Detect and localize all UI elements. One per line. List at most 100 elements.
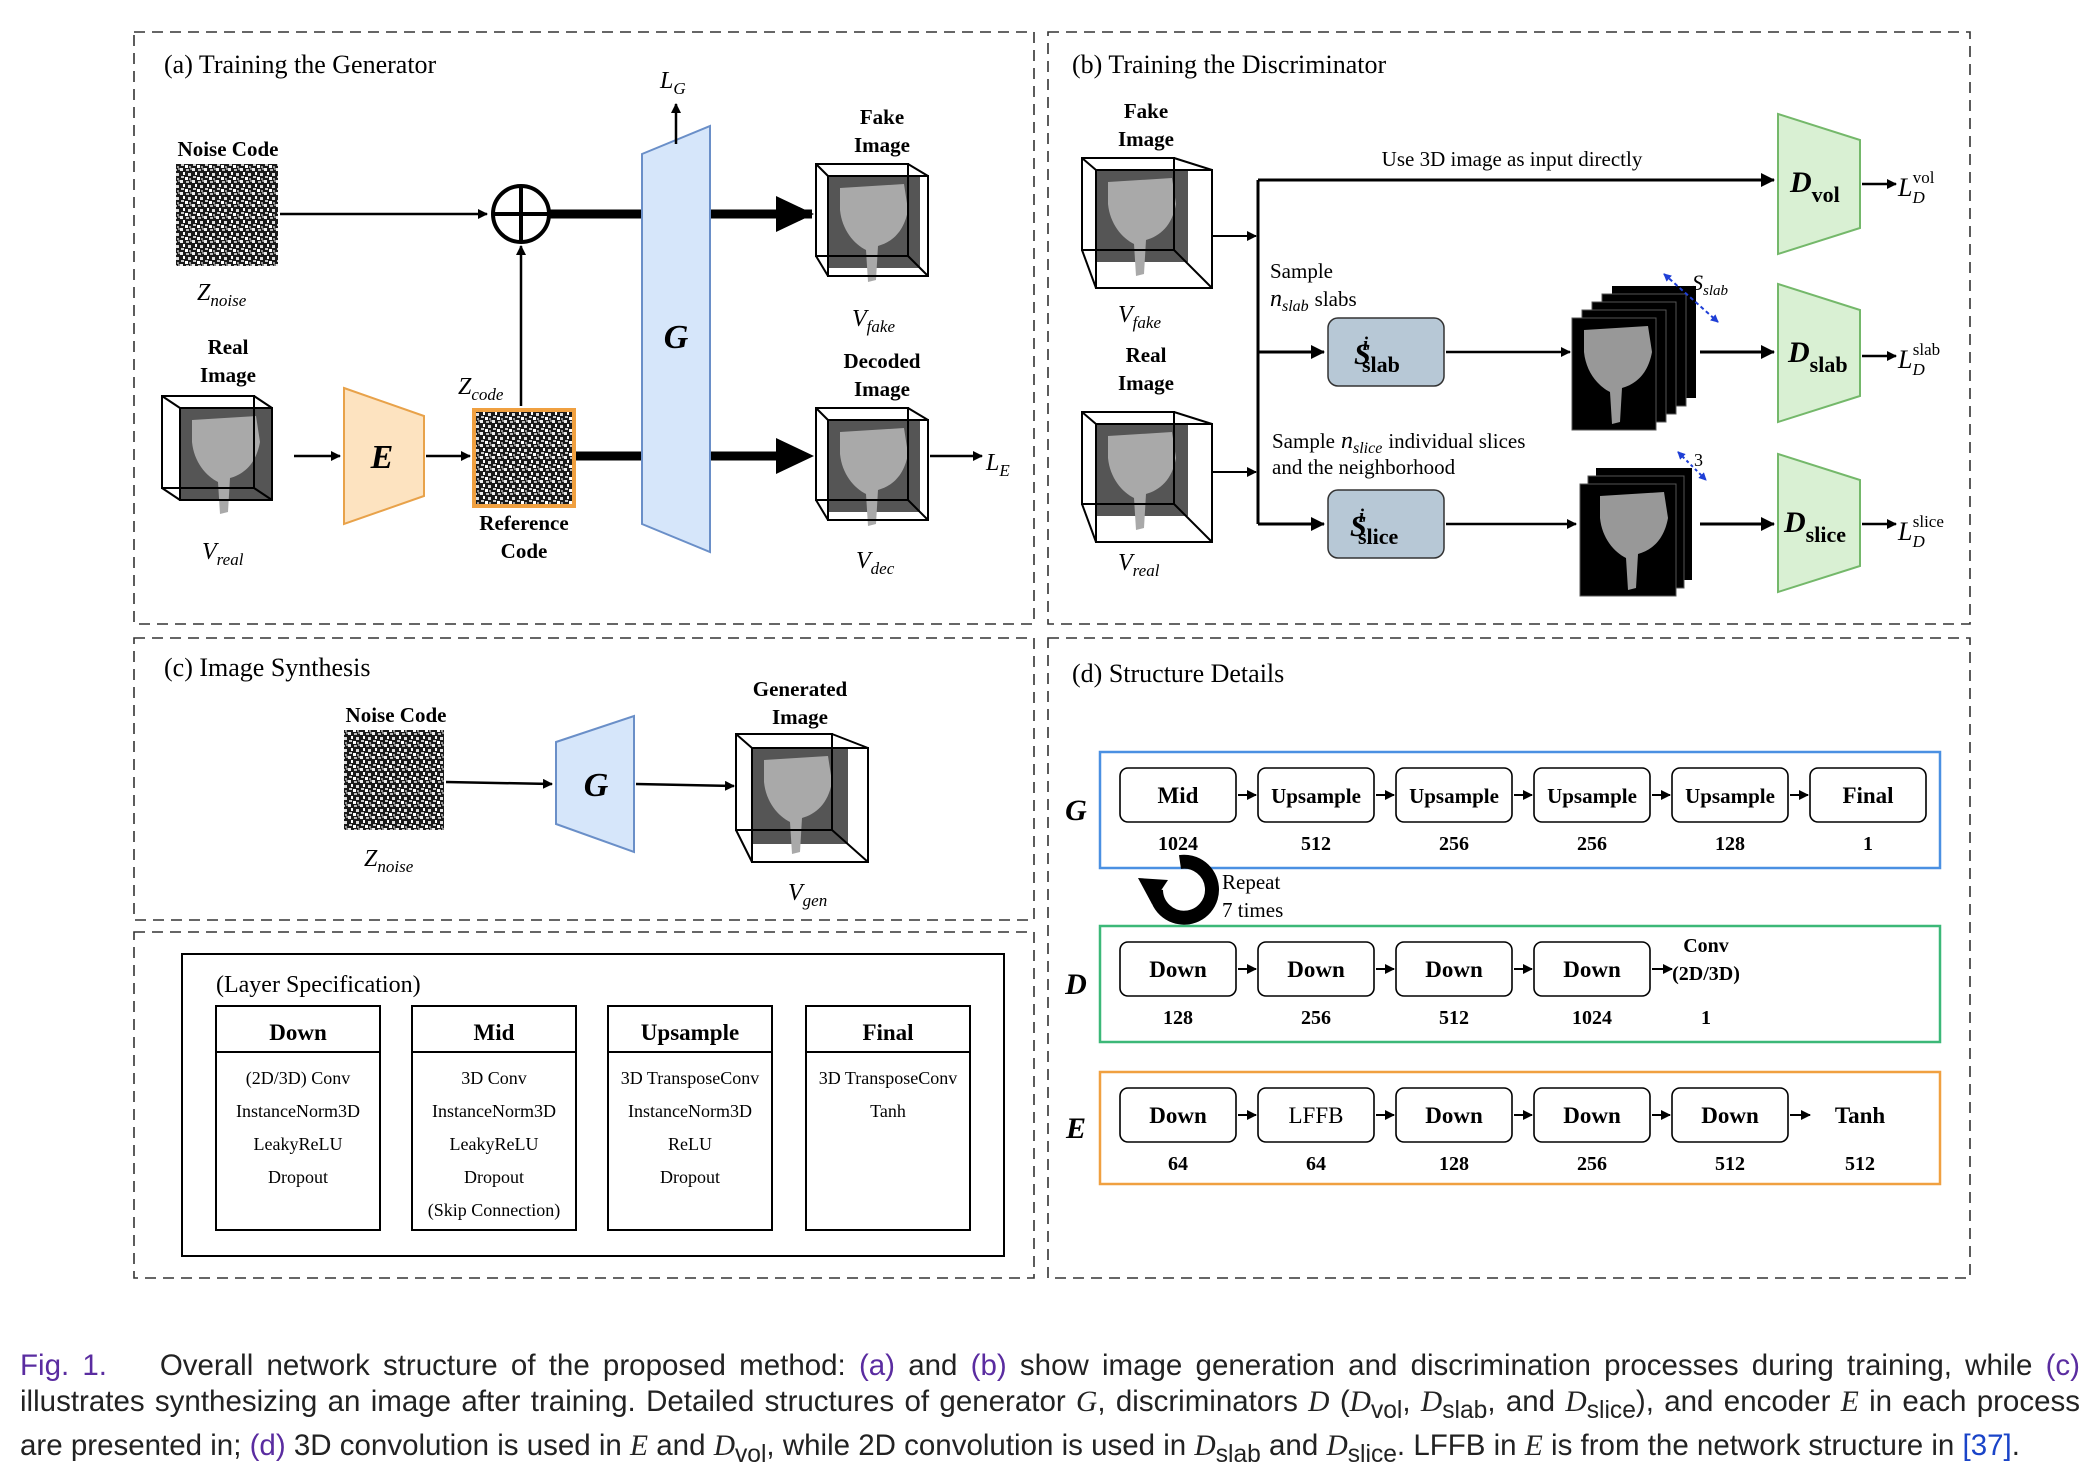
- structure-block-value: 512: [1715, 1153, 1745, 1175]
- structure-block-name: Mid: [1158, 783, 1199, 808]
- a-fake-arrowhead: [776, 196, 814, 232]
- b-slice-stack: [1579, 468, 1692, 597]
- a-concat-symbol: [491, 184, 551, 244]
- c-generator-label: G: [584, 767, 609, 804]
- spec-card-item: LeakyReLU: [450, 1134, 539, 1154]
- a-generator-shape: [641, 124, 711, 554]
- a-encoder-label: E: [370, 439, 394, 476]
- b-slice-count-label: 3: [1694, 450, 1703, 470]
- b-loss-slab-label: LDslab: [1897, 340, 1940, 379]
- caption-fig-label: Fig. 1.: [20, 1348, 107, 1382]
- c-noise-to-generator-arrow: [445, 778, 553, 789]
- structure-block: Mid 1024: [1119, 767, 1257, 855]
- spec-card-item: Dropout: [464, 1167, 524, 1187]
- c-z-noise-label: Znoise: [364, 846, 414, 876]
- a-z-noise-label: Znoise: [197, 280, 247, 310]
- b-d-slice-label: Dslice: [1783, 506, 1846, 547]
- spec-card-title: Mid: [474, 1020, 515, 1045]
- caption-reference-link[interactable]: [37]: [1962, 1429, 2012, 1463]
- structure-block-name: Down: [1425, 957, 1483, 982]
- structure-block-value: 256: [1439, 833, 1469, 855]
- a-loss-e-label: LE: [985, 450, 1010, 480]
- b-slice-count-arrow: [1677, 451, 1707, 481]
- structure-block-name: Down: [1149, 1103, 1207, 1128]
- panel-c-frame: [133, 637, 1035, 921]
- structure-tail-value: 512: [1845, 1153, 1875, 1175]
- b-v-real-label: Vreal: [1118, 550, 1160, 580]
- b-real-image-cube: [1081, 411, 1213, 543]
- network-diagram: (a) Training the Generator Noise Code Zn…: [133, 31, 1971, 1279]
- a-v-dec-label: Vdec: [856, 548, 895, 578]
- spec-card-item: Dropout: [660, 1167, 720, 1187]
- c-noise-code-label: Noise Code: [346, 703, 447, 727]
- a-v-real-label: Vreal: [202, 539, 244, 569]
- spec-card-item: 3D TransposeConv: [621, 1068, 760, 1088]
- b-slab-size-label: Sslab: [1692, 270, 1729, 299]
- structure-block-name: Down: [1563, 1103, 1621, 1128]
- structure-block-value: 256: [1577, 833, 1607, 855]
- a-reference-code-image: [472, 408, 576, 508]
- b-d-slab-label: Dslab: [1787, 336, 1848, 377]
- a-decoded-image-cube: [815, 407, 929, 526]
- structure-tail-name: Conv: [1683, 935, 1729, 957]
- structure-block-value: 1024: [1158, 833, 1198, 855]
- structure-block-value: 64: [1306, 1153, 1326, 1175]
- spec-card-item: InstanceNorm3D: [236, 1101, 360, 1121]
- spec-cards: Down(2D/3D) ConvInstanceNorm3DLeakyReLUD…: [215, 1005, 971, 1231]
- b-d-vol-shape: [1777, 112, 1861, 256]
- panel-c-title: (c) Image Synthesis: [164, 653, 371, 682]
- panel-b-title: (b) Training the Discriminator: [1072, 50, 1386, 79]
- structure-block-value: 1: [1863, 833, 1873, 855]
- b-slab-sampler: [1327, 317, 1445, 387]
- b-slab-stack: [1571, 286, 1696, 431]
- spec-card-item: InstanceNorm3D: [628, 1101, 752, 1121]
- b-fake-image-cube: [1081, 157, 1213, 289]
- spec-card-item: (Skip Connection): [428, 1200, 561, 1221]
- structure-block-value: 1024: [1572, 1007, 1612, 1029]
- a-generator-label: G: [664, 319, 689, 356]
- b-loss-slice-label: LDslice: [1897, 512, 1944, 551]
- a-decoded-arrowhead: [776, 438, 814, 474]
- spec-card-item: 3D TransposeConv: [819, 1068, 958, 1088]
- structure-block-value: 128: [1715, 833, 1745, 855]
- a-noise-code-label: Noise Code: [178, 137, 279, 161]
- panel-d-title: (d) Structure Details: [1072, 659, 1284, 688]
- spec-title: (Layer Specification): [216, 972, 421, 998]
- structure-row-label: G: [1065, 794, 1087, 827]
- spec-card-item: (2D/3D) Conv: [246, 1068, 351, 1089]
- c-v-gen-label: Vgen: [788, 880, 827, 910]
- structure-block-name: LFFB: [1289, 1103, 1344, 1128]
- a-fake-image-cube: [815, 163, 929, 282]
- b-v-fake-label: Vfake: [1118, 302, 1161, 332]
- b-loss-vol-label: LDvol: [1897, 168, 1935, 207]
- structure-block-value: 64: [1168, 1153, 1188, 1175]
- panel-a-frame: [133, 31, 1035, 625]
- a-real-image-cube: [161, 395, 273, 514]
- spec-card-item: Tanh: [870, 1101, 906, 1121]
